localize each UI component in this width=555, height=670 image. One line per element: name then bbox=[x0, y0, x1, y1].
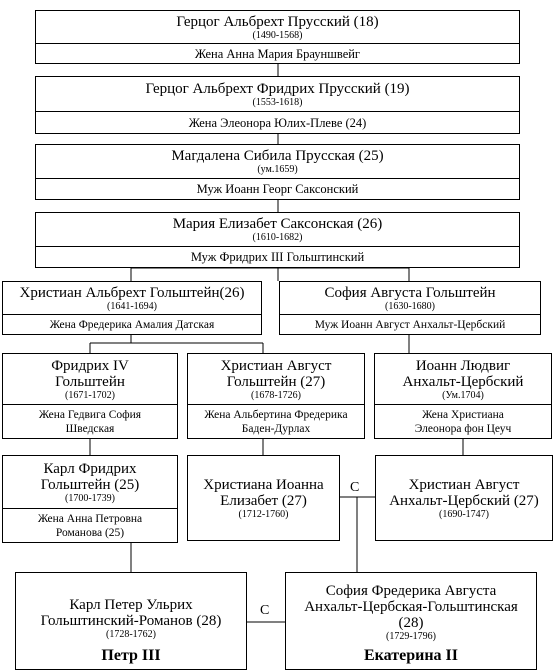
person-spouse: Муж Иоанн Август Анхальт-Цербский bbox=[314, 318, 506, 331]
person-box-johann-ludwig: Иоанн Людвиг Анхальт-Цербский (Ум.1704) … bbox=[374, 353, 552, 439]
person-box-albrecht: Герцог Альбрехт Прусский (18) (1490-1568… bbox=[35, 10, 520, 64]
person-years: (1630-1680) bbox=[385, 300, 435, 312]
person-spouse: Жена Альбертина Фредерика Баден-Дурлах bbox=[204, 408, 348, 435]
person-box-christian-august-holstein: Христиан Август Гольштейн (27) (1678-172… bbox=[187, 353, 365, 439]
person-years: (1641-1694) bbox=[107, 300, 157, 312]
person-box-sophia-augusta: София Августа Гольштейн (1630-1680) Муж … bbox=[279, 281, 541, 335]
person-name: Христиан Август Гольштейн (27) bbox=[220, 357, 332, 390]
person-years: (1712-1760) bbox=[238, 508, 289, 520]
person-name: Христиан Август Анхальт-Цербский (27) bbox=[389, 476, 539, 509]
person-spouse: Жена Христиана Элеонора фон Цеуч bbox=[414, 408, 512, 435]
marriage-label: С bbox=[350, 480, 360, 495]
person-spouse: Муж Иоанн Георг Саксонский bbox=[196, 182, 359, 196]
person-name: Карл Петер Ульрих Гольштинский-Романов (… bbox=[40, 596, 222, 629]
person-box-christian-albrecht: Христиан Альбрехт Гольштейн(26) (1641-16… bbox=[2, 281, 262, 335]
person-name: Фридрих IV Гольштейн bbox=[51, 357, 129, 390]
person-box-christian-august-anhalt: Христиан Август Анхальт-Цербский (27) (1… bbox=[375, 455, 553, 541]
person-years: (1700-1739) bbox=[65, 492, 115, 504]
person-spouse: Жена Гедвига София Шведская bbox=[38, 408, 142, 435]
person-spouse: Муж Фридрих III Гольштинский bbox=[190, 250, 365, 264]
person-name: Иоанн Людвиг Анхальт-Цербский bbox=[402, 357, 524, 390]
marriage-label: С bbox=[260, 603, 270, 618]
person-name: Герцог Альбрехт Фридрих Прусский (19) bbox=[145, 80, 410, 97]
person-years: (1728-1762) bbox=[106, 628, 156, 640]
person-name: Герцог Альбрехт Прусский (18) bbox=[176, 13, 379, 30]
person-box-friedrich-iv: Фридрих IV Гольштейн (1671-1702) Жена Ге… bbox=[2, 353, 178, 439]
person-years: (1490-1568) bbox=[252, 29, 303, 41]
person-years: (1690-1747) bbox=[439, 508, 489, 520]
person-spouse: Жена Фредерика Амалия Датская bbox=[49, 318, 215, 331]
person-name: Магдалена Сибила Прусская (25) bbox=[171, 148, 384, 164]
person-spouse: Жена Анна Петровна Романова (25) bbox=[37, 512, 143, 539]
person-name: Христиан Альбрехт Гольштейн(26) bbox=[19, 284, 245, 301]
person-years: (1553-1618) bbox=[252, 96, 303, 108]
person-name: Карл Фридрих Гольштейн (25) bbox=[40, 460, 140, 493]
person-years: (1671-1702) bbox=[65, 389, 115, 401]
person-years: (1610-1682) bbox=[252, 232, 303, 243]
person-name: Христиана Иоанна Елизабет (27) bbox=[203, 476, 324, 509]
person-years: (1678-1726) bbox=[251, 389, 301, 401]
person-box-christiana: Христиана Иоанна Елизабет (27) (1712-176… bbox=[187, 455, 340, 541]
person-years: (1729-1796) bbox=[386, 630, 436, 642]
person-name: Мария Елизабет Саксонская (26) bbox=[172, 216, 383, 232]
person-box-karl-friedrich: Карл Фридрих Гольштейн (25) (1700-1739) … bbox=[2, 455, 178, 543]
person-box-maria: Мария Елизабет Саксонская (26) (1610-168… bbox=[35, 212, 520, 268]
person-box-sophia-frederica: София Фредерика Августа Анхальт-Цербская… bbox=[285, 572, 537, 670]
person-years: (Ум.1704) bbox=[442, 389, 484, 401]
person-name: София Фредерика Августа Анхальт-Цербская… bbox=[304, 582, 518, 631]
person-box-magdalena: Магдалена Сибила Прусская (25) (ум.1659)… bbox=[35, 144, 520, 200]
person-spouse: Жена Анна Мария Брауншвейг bbox=[194, 46, 361, 61]
caption-catherine-ii: Екатерина II bbox=[364, 647, 458, 664]
person-box-albrecht-friedrich: Герцог Альбрехт Фридрих Прусский (19) (1… bbox=[35, 76, 520, 134]
caption-peter-iii: Петр III bbox=[101, 647, 161, 664]
person-spouse: Жена Элеонора Юлих-Плеве (24) bbox=[188, 115, 367, 130]
person-name: София Августа Гольштейн bbox=[324, 284, 496, 301]
person-years: (ум.1659) bbox=[257, 164, 298, 175]
